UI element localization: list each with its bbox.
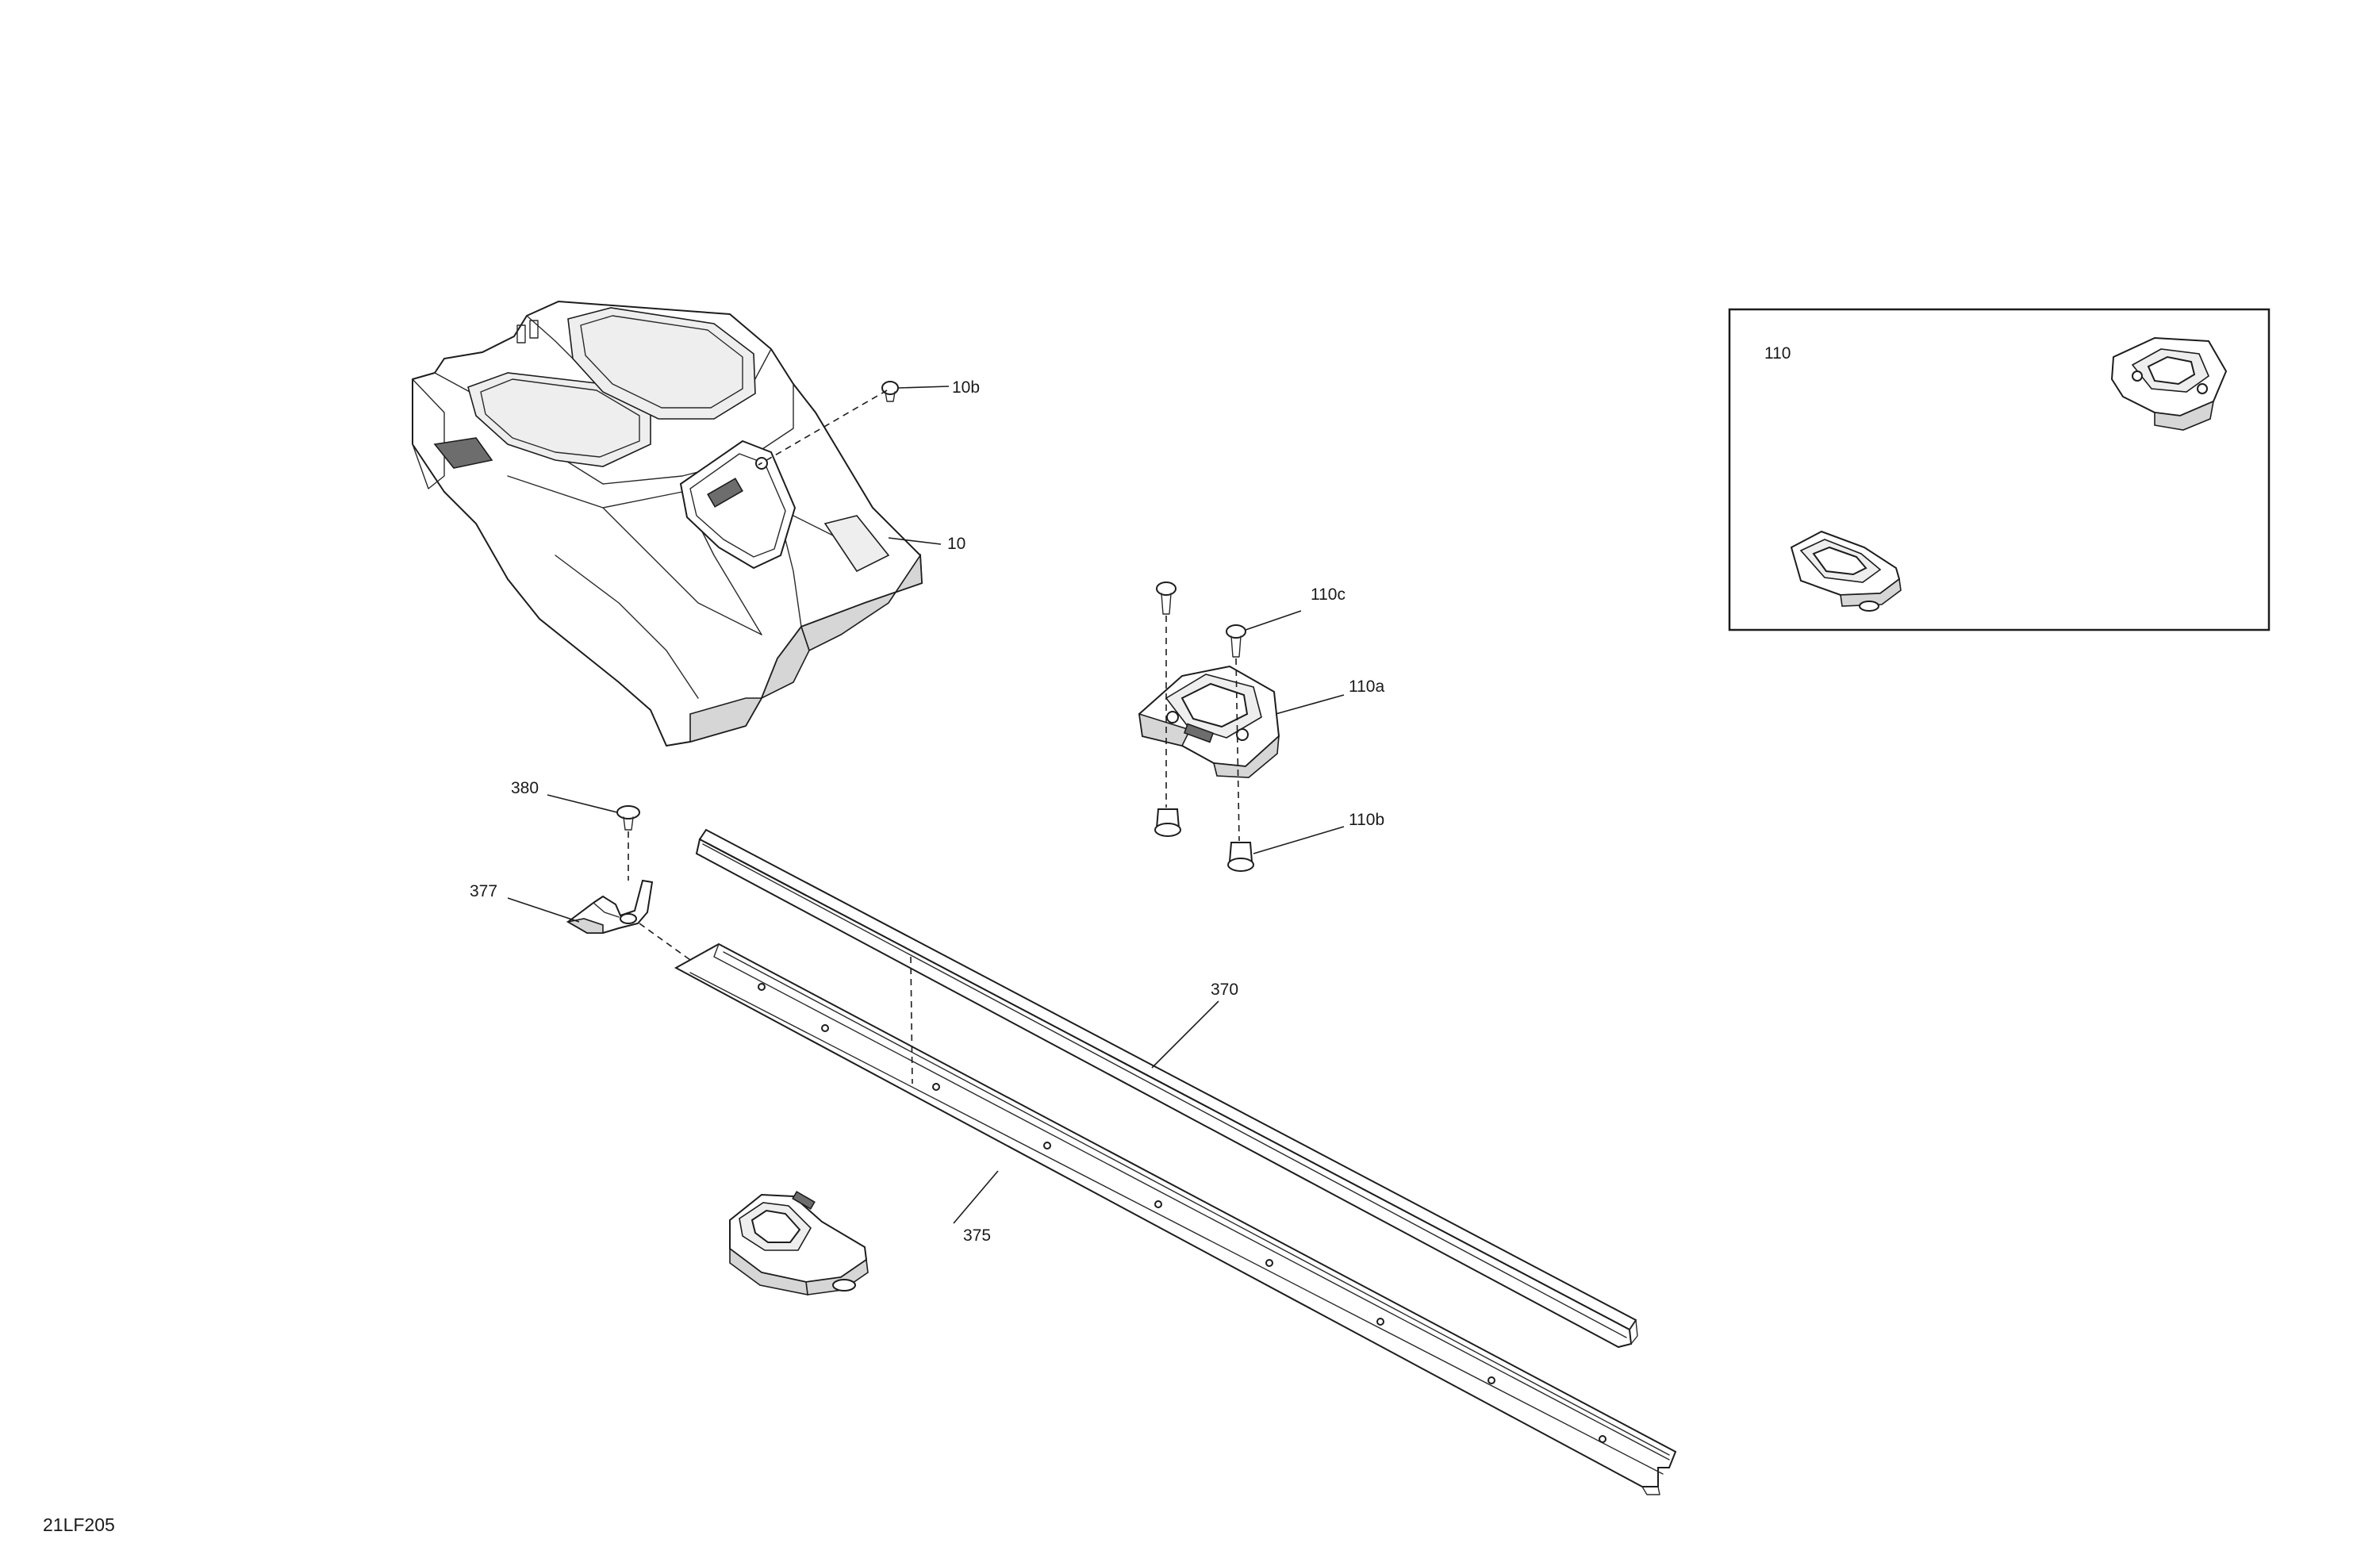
screw-110c-right xyxy=(1226,624,1246,658)
nut-110b-left xyxy=(1154,808,1181,837)
rail-cover-370 xyxy=(695,828,1638,1349)
leader-110b xyxy=(1253,826,1345,854)
callout-10b: 10b xyxy=(952,378,980,397)
linq-base-loose xyxy=(729,1191,869,1296)
leader-380 xyxy=(547,794,618,813)
callout-380: 380 xyxy=(511,779,539,797)
drawing-code: 21LF205 xyxy=(43,1514,115,1535)
inset-box-110 xyxy=(1728,308,2271,631)
inset-linq-base-bottom xyxy=(1790,530,1902,612)
rear-cover-part-10 xyxy=(412,300,923,747)
inset-label-110: 110 xyxy=(1764,344,1791,363)
leader-370 xyxy=(1151,1000,1219,1069)
callout-110c: 110c xyxy=(1311,585,1345,604)
bracket-377 xyxy=(566,879,654,934)
leader-377 xyxy=(507,897,580,923)
rail-375 xyxy=(674,942,1677,1495)
screw-380 xyxy=(616,805,640,831)
nut-110b-right xyxy=(1227,842,1254,872)
linq-base-110a xyxy=(1138,665,1280,778)
callout-110b: 110b xyxy=(1349,811,1384,829)
inset-linq-base-top xyxy=(2110,336,2228,431)
callout-377: 377 xyxy=(470,882,497,900)
leader-110c xyxy=(1245,610,1302,631)
leader-110a xyxy=(1275,694,1345,715)
callout-110a: 110a xyxy=(1349,677,1384,696)
leader-10 xyxy=(888,537,942,545)
leader-10b xyxy=(897,386,950,389)
callout-375: 375 xyxy=(963,1226,991,1245)
callout-10: 10 xyxy=(947,535,965,553)
callout-370: 370 xyxy=(1211,981,1238,999)
leader-375 xyxy=(953,1170,999,1224)
screw-110c-left xyxy=(1156,582,1177,615)
